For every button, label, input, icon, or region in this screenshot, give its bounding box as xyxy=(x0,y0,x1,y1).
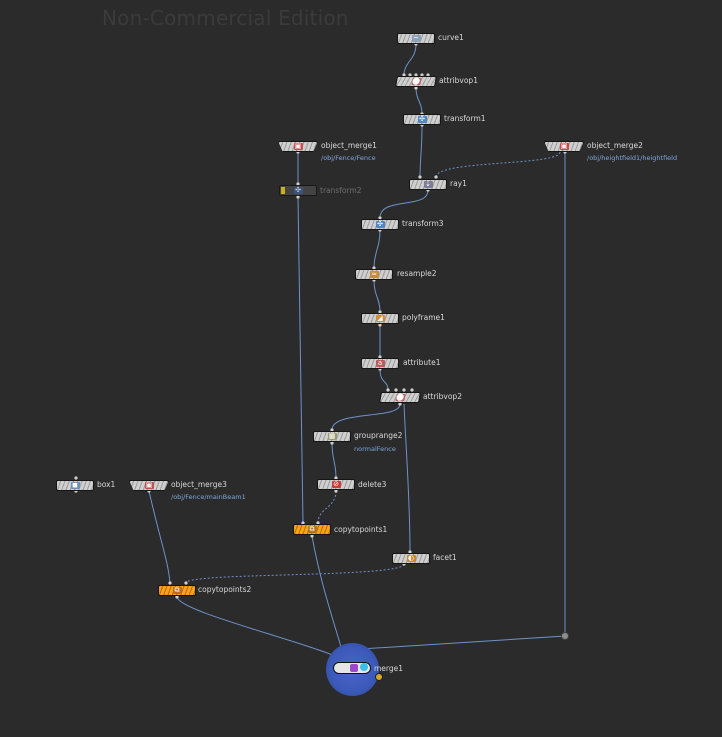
node-delete3[interactable]: ⊘ xyxy=(317,479,355,490)
wire-grouprange2-delete3 xyxy=(331,442,337,479)
node-object_merge3[interactable]: ▣ xyxy=(129,480,169,491)
node-grouprange2[interactable]: ▦ xyxy=(313,431,351,442)
display-flag[interactable] xyxy=(281,187,285,194)
wire-ray1-transform3 xyxy=(379,189,429,219)
wire-attribvop2-facet1 xyxy=(403,403,411,553)
wire-curve1-attribvop1 xyxy=(403,43,417,76)
node-label-merge1: merge1 xyxy=(374,664,404,673)
node-polyframe1[interactable]: ◢ xyxy=(361,313,399,324)
node-label-attribute1: attribute1 xyxy=(403,358,441,367)
node-label-delete3: delete3 xyxy=(358,480,387,489)
delete-icon: ⊘ xyxy=(331,480,341,488)
node-label-attribvop1: attribvop1 xyxy=(439,76,478,85)
ray-icon: ⇣ xyxy=(423,180,433,188)
copy-icon: ⧉ xyxy=(307,525,317,533)
node-attribvop1[interactable]: ⬤ xyxy=(395,76,437,87)
node-box1[interactable]: ◼ xyxy=(56,480,94,491)
transform-icon: ✣ xyxy=(293,186,303,194)
display-flag[interactable] xyxy=(360,663,368,671)
node-group-grouprange2: normalFence xyxy=(354,445,396,453)
node-object_merge1[interactable]: ▣ xyxy=(278,141,318,152)
curve-icon: ~ xyxy=(411,34,421,42)
node-label-object_merge2: object_merge2 xyxy=(587,141,643,150)
wire-attribvop1-transform1 xyxy=(415,87,423,115)
node-resample2[interactable]: ≈ xyxy=(355,269,393,280)
node-attribvop2[interactable]: ⬤ xyxy=(379,392,421,403)
node-path-object_merge2: /obj/heightfield1/heightfield xyxy=(587,154,678,162)
wire-transform1-ray1 xyxy=(419,124,423,178)
transform-icon: ✣ xyxy=(417,115,427,123)
node-label-transform3: transform3 xyxy=(402,219,444,228)
vop-icon: ⬤ xyxy=(394,393,406,401)
node-label-object_merge1: object_merge1 xyxy=(321,141,377,150)
node-label-attribvop2: attribvop2 xyxy=(423,392,462,401)
wire-attribvop2-grouprange2 xyxy=(331,403,401,431)
ref-wire-facet1-copytopoints2 xyxy=(185,563,405,584)
node-label-transform2: transform2 xyxy=(320,186,362,195)
ref-wire-delete3-copytopoints1 xyxy=(317,490,337,524)
node-label-curve1: curve1 xyxy=(438,33,464,42)
wire-copytopoints1-merge1 xyxy=(311,535,346,661)
resample-icon: ≈ xyxy=(369,270,379,278)
facet-icon: ◐ xyxy=(406,554,416,562)
node-label-polyframe1: polyframe1 xyxy=(402,313,445,322)
node-ray1[interactable]: ⇣ xyxy=(409,179,447,190)
node-transform1[interactable]: ✣ xyxy=(403,114,441,125)
object-merge-icon: ▣ xyxy=(293,142,303,150)
node-label-copytopoints1: copytopoints1 xyxy=(334,525,388,534)
node-copytopoints1[interactable]: ⧉ xyxy=(293,524,331,535)
node-label-ray1: ray1 xyxy=(450,179,467,188)
object-merge-icon: ▣ xyxy=(144,481,154,489)
node-label-object_merge3: object_merge3 xyxy=(171,480,227,489)
node-label-transform1: transform1 xyxy=(444,114,486,123)
node-label-copytopoints2: copytopoints2 xyxy=(198,585,252,594)
box-icon: ◼ xyxy=(70,481,80,489)
group-icon: ▦ xyxy=(327,432,337,440)
attribute-icon: a xyxy=(375,360,385,367)
wire-resample2-polyframe1 xyxy=(373,279,381,313)
node-path-object_merge1: /obj/Fence/Fence xyxy=(321,154,376,162)
warning-badge xyxy=(375,673,383,681)
transform-icon: ✣ xyxy=(375,220,385,228)
wire-copytopoints2-merge1 xyxy=(176,596,346,661)
node-path-object_merge3: /obj/Fence/mainBeam1 xyxy=(171,493,246,501)
node-label-resample2: resample2 xyxy=(397,269,437,278)
node-facet1[interactable]: ◐ xyxy=(392,553,430,564)
node-transform2[interactable]: ✣ xyxy=(279,185,317,196)
wire-elbow-dot[interactable] xyxy=(561,632,569,640)
node-attribute1[interactable]: a xyxy=(361,358,399,369)
node-curve1[interactable]: ~ xyxy=(397,33,435,44)
wire-transform3-resample2 xyxy=(373,229,381,269)
copy-icon: ⧉ xyxy=(172,586,182,594)
wire-object_merge3-copytopoints2 xyxy=(148,490,171,584)
node-copytopoints2[interactable]: ⧉ xyxy=(158,585,196,596)
wire-transform2-copytopoints1 xyxy=(297,196,304,524)
wire-attribute1-attribvop2 xyxy=(379,368,389,391)
object-merge-icon: ▣ xyxy=(559,142,569,150)
node-label-box1: box1 xyxy=(97,480,116,489)
node-label-grouprange2: grouprange2 xyxy=(354,431,403,440)
node-transform3[interactable]: ✣ xyxy=(361,219,399,230)
vop-icon: ⬤ xyxy=(410,77,422,85)
ref-wire-object_merge2-ray1 xyxy=(435,151,561,178)
node-merge1[interactable] xyxy=(326,643,379,696)
polyframe-icon: ◢ xyxy=(375,314,385,322)
watermark-text: Non-Commercial Edition xyxy=(102,6,349,30)
node-label-facet1: facet1 xyxy=(433,553,457,562)
node-object_merge2[interactable]: ▣ xyxy=(544,141,584,152)
